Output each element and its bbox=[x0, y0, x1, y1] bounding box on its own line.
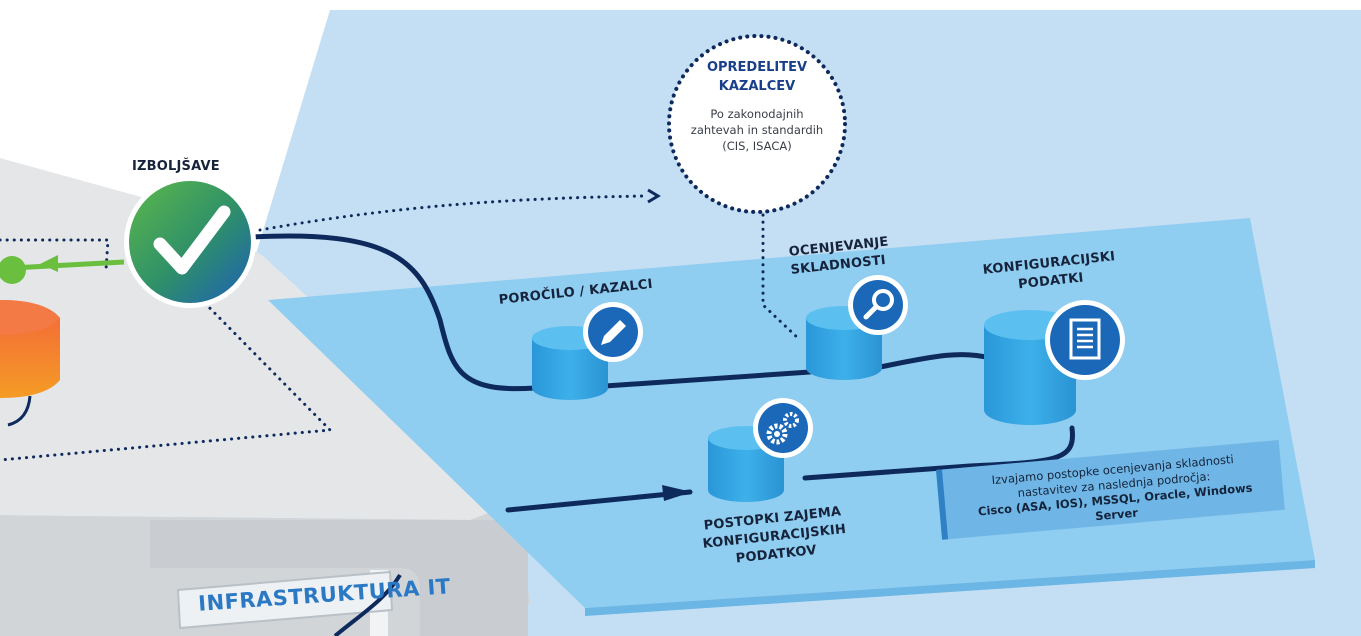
indicators-title-line1: OPREDELITEV bbox=[706, 60, 808, 75]
indicators-bubble-outline bbox=[667, 34, 847, 214]
pencil-icon bbox=[583, 302, 643, 362]
indicators-subtitle: Po zakonodajnih zahtevah in standardih (… bbox=[674, 106, 840, 154]
indicators-subtitle-line2: zahtevah in standardih bbox=[690, 123, 824, 137]
checkmark-glyph bbox=[153, 205, 231, 275]
improvements-label: IZBOLJŠAVE bbox=[132, 159, 220, 174]
indicators-subtitle-line3: (CIS, ISACA) bbox=[722, 139, 792, 153]
indicators-subtitle-line1: Po zakonodajnih bbox=[710, 107, 804, 121]
indicators-bubble: OPREDELITEV KAZALCEV Po zakonodajnih zah… bbox=[674, 36, 840, 214]
indicators-title: OPREDELITEV KAZALCEV bbox=[674, 58, 840, 96]
infrastructure-sign bbox=[176, 570, 394, 630]
indicators-title-line2: KAZALCEV bbox=[718, 79, 796, 94]
orange-cylinder-top bbox=[0, 300, 60, 335]
blue-platform-edge bbox=[585, 560, 1315, 616]
green-arrowhead bbox=[40, 255, 58, 272]
green-connector bbox=[11, 259, 125, 271]
magnifier-icon bbox=[848, 275, 908, 335]
infrastructure-cable bbox=[333, 573, 402, 636]
grey-leg bbox=[150, 520, 528, 636]
flow-arrowhead bbox=[662, 485, 692, 501]
dotted-links bbox=[0, 194, 802, 462]
orange-cable bbox=[7, 395, 32, 427]
green-node bbox=[0, 256, 26, 284]
checkmark-icon bbox=[129, 181, 251, 303]
document-icon bbox=[1045, 300, 1125, 380]
gears-icon bbox=[753, 398, 813, 458]
dotted-arrowhead bbox=[647, 188, 661, 204]
